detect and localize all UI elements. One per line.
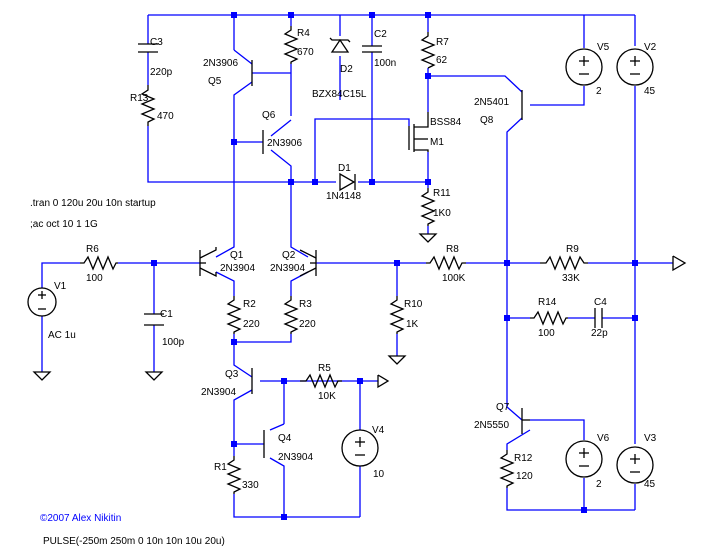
v2-value: 45 — [644, 86, 656, 97]
r11-value: 1K0 — [433, 208, 451, 219]
r2-value: 220 — [243, 319, 260, 330]
r12-value: 120 — [516, 471, 533, 482]
v3-ref: V3 — [644, 433, 657, 444]
component-labels: C3 220p R13 470 2N3906 Q5 R4 670 Q6 2N39… — [48, 28, 657, 491]
q4-ref: Q4 — [278, 433, 292, 444]
q5-model: 2N3906 — [203, 58, 238, 69]
v2-ref: V2 — [644, 42, 657, 53]
v1-ref: V1 — [54, 281, 67, 292]
c4-value: 22p — [591, 328, 608, 339]
r9-ref: R9 — [566, 244, 579, 255]
r11-ref: R11 — [433, 188, 451, 199]
r1-value: 330 — [242, 480, 259, 491]
c4-ref: C4 — [594, 297, 607, 308]
spice-directives: .tran 0 120u 20u 10n startup ;ac oct 10 … — [30, 198, 225, 547]
r13-value: 470 — [157, 111, 174, 122]
q8-model: 2N5401 — [474, 97, 509, 108]
q4-model: 2N3904 — [278, 452, 313, 463]
r10-value: 1K — [406, 319, 419, 330]
d1-model: 1N4148 — [326, 191, 361, 202]
r13-ref: R13 — [130, 93, 149, 104]
c2-value: 100n — [374, 58, 396, 69]
q6-ref: Q6 — [262, 110, 276, 121]
v1-value: AC 1u — [48, 330, 76, 341]
v3-value: 45 — [644, 479, 656, 490]
ac-directive: ;ac oct 10 1 1G — [30, 219, 98, 230]
r3-ref: R3 — [299, 299, 312, 310]
m1-ref: M1 — [430, 137, 444, 148]
r4-value: 670 — [297, 47, 314, 58]
q2-ref: Q2 — [282, 250, 296, 261]
v5-ref: V5 — [597, 42, 610, 53]
q6-model: 2N3906 — [267, 138, 302, 149]
q3-model: 2N3904 — [201, 387, 236, 398]
c1-value: 100p — [162, 337, 185, 348]
q7-model: 2N5550 — [474, 420, 509, 431]
r5-ref: R5 — [318, 363, 331, 374]
d2-model: BZX84C15L — [312, 89, 367, 100]
r4-ref: R4 — [297, 28, 310, 39]
r2-ref: R2 — [243, 299, 256, 310]
component-symbols — [27, 26, 687, 494]
v4-ref: V4 — [372, 425, 385, 436]
v6-value: 2 — [596, 479, 602, 490]
r1-ref: R1 — [214, 462, 227, 473]
r5-value: 10K — [318, 391, 336, 402]
r14-ref: R14 — [538, 297, 557, 308]
q1-model: 2N3904 — [220, 263, 255, 274]
q7-ref: Q7 — [496, 402, 510, 413]
d1-ref: D1 — [338, 163, 351, 174]
r9-value: 33K — [562, 273, 580, 284]
d2-ref: D2 — [340, 64, 353, 75]
r8-value: 100K — [442, 273, 466, 284]
q1-ref: Q1 — [230, 250, 244, 261]
pulse-directive: PULSE(-250m 250m 0 10n 10n 10u 20u) — [43, 536, 225, 547]
c1-ref: C1 — [160, 309, 173, 320]
m1-model: BSS84 — [430, 117, 462, 128]
q3-ref: Q3 — [225, 369, 239, 380]
c3-ref: C3 — [150, 37, 163, 48]
v5-value: 2 — [596, 86, 602, 97]
c3-value: 220p — [150, 67, 173, 78]
v4-value: 10 — [373, 469, 385, 480]
r3-value: 220 — [299, 319, 316, 330]
v6-ref: V6 — [597, 433, 610, 444]
tran-directive: .tran 0 120u 20u 10n startup — [30, 198, 156, 209]
r14-value: 100 — [538, 328, 555, 339]
r7-value: 62 — [436, 55, 448, 66]
r7-ref: R7 — [436, 37, 449, 48]
q8-ref: Q8 — [480, 115, 494, 126]
junction-nodes — [151, 12, 638, 520]
r6-value: 100 — [86, 273, 103, 284]
copyright-text: ©2007 Alex Nikitin — [40, 513, 121, 524]
q2-model: 2N3904 — [270, 263, 305, 274]
r12-ref: R12 — [514, 453, 533, 464]
r8-ref: R8 — [446, 244, 459, 255]
source-polarity-marks — [38, 56, 640, 473]
c2-ref: C2 — [374, 29, 387, 40]
r10-ref: R10 — [404, 299, 423, 310]
q5-ref: Q5 — [208, 76, 222, 87]
r6-ref: R6 — [86, 244, 99, 255]
